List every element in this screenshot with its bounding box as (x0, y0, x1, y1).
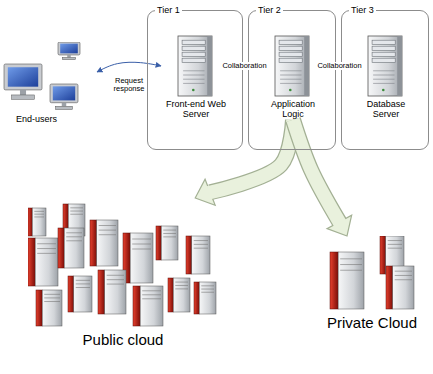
server-tower (330, 252, 364, 309)
connector-label: Request response (105, 77, 153, 94)
server-tower (168, 278, 190, 312)
server-tower (156, 226, 178, 260)
server-label: Front-end Web Server (164, 100, 228, 120)
server-node: Front-end Web Server (161, 35, 231, 120)
migration-arrow (293, 120, 352, 236)
tier-box: Application LogicTier 2 (248, 10, 336, 150)
server-tower (28, 238, 58, 286)
server-tower (28, 208, 46, 236)
user-group: End-users (2, 42, 97, 125)
connector (97, 62, 161, 72)
cloud-group: Public cloud (28, 198, 218, 348)
server-tower (68, 276, 92, 312)
tier-heading: Tier 1 (155, 4, 182, 16)
tier-heading: Tier 2 (256, 4, 283, 16)
server-icon (273, 35, 313, 97)
cloud-group: Private Cloud (322, 236, 422, 331)
tier-box: Front-end Web ServerTier 1 (147, 10, 243, 150)
server-tower (386, 266, 414, 309)
server-node: Database Server (351, 35, 421, 120)
server-label: Application Logic (261, 100, 325, 120)
server-tower (36, 290, 62, 326)
server-node: Application Logic (258, 35, 328, 120)
computer-icon (50, 84, 78, 109)
cloud-label: Private Cloud (322, 314, 422, 331)
group-label: End-users (16, 115, 97, 125)
connector-label: Collaboration (221, 62, 267, 70)
computers-icon (2, 42, 94, 114)
tier-box: Database ServerTier 3 (341, 10, 429, 150)
server-tower (178, 36, 212, 96)
server-tower (58, 228, 84, 268)
cloud-label: Public cloud (28, 331, 218, 348)
server-cluster (28, 198, 218, 328)
server-tower (98, 270, 126, 314)
connector-line (97, 62, 161, 72)
connector-label: Collaboration (316, 62, 362, 70)
server-label: Database Server (354, 100, 418, 120)
computer-icon (4, 64, 42, 99)
server-tower (123, 233, 153, 283)
server-icon (176, 35, 216, 97)
server-tower (90, 220, 118, 266)
arrow-fill (293, 120, 340, 224)
tier-heading: Tier 3 (349, 4, 376, 16)
server-cluster (322, 236, 422, 311)
computer-icon (58, 42, 80, 60)
server-tower (186, 236, 210, 274)
server-icon (366, 35, 406, 97)
server-tower (368, 36, 402, 96)
migration-arrow (195, 120, 293, 205)
server-tower (133, 286, 163, 326)
arrow-fill (208, 120, 293, 193)
server-tower (275, 36, 309, 96)
server-tower (194, 282, 216, 314)
